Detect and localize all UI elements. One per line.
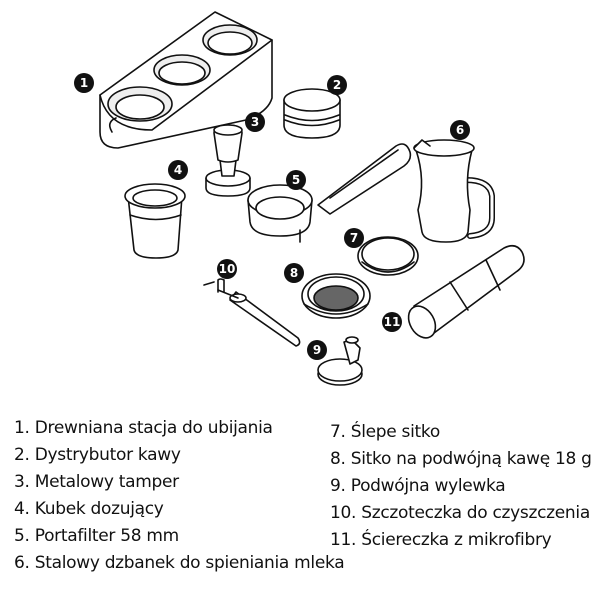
callout-badge-5: 5 xyxy=(286,170,306,190)
callout-badge-10: 10 xyxy=(217,259,237,279)
coffee-distributor xyxy=(283,88,341,139)
legend-item-5: 5. Portafilter 58 mm xyxy=(14,526,179,546)
dosing-cup xyxy=(124,183,186,259)
milk-pitcher xyxy=(413,139,495,243)
callout-badge-7: 7 xyxy=(344,228,364,248)
blind-basket xyxy=(357,236,419,276)
svg-text:10: 10 xyxy=(219,262,236,276)
legend-item-10: 10. Szczoteczka do czyszczenia xyxy=(330,503,590,523)
svg-text:9: 9 xyxy=(313,343,321,357)
cleaning-brush xyxy=(203,278,301,347)
svg-text:11: 11 xyxy=(384,315,401,329)
callout-badge-2: 2 xyxy=(327,75,347,95)
callout-badge-8: 8 xyxy=(284,263,304,283)
svg-text:5: 5 xyxy=(292,173,300,187)
svg-text:3: 3 xyxy=(251,115,259,129)
svg-text:1: 1 xyxy=(80,76,88,90)
double-basket xyxy=(301,273,371,319)
svg-text:7: 7 xyxy=(350,231,358,245)
callout-badge-1: 1 xyxy=(74,73,94,93)
double-spout xyxy=(317,336,363,386)
metal-tamper xyxy=(205,124,251,197)
callout-badge-9: 9 xyxy=(307,340,327,360)
callout-badge-6: 6 xyxy=(450,120,470,140)
portafilter xyxy=(247,143,412,243)
legend-item-9: 9. Podwójna wylewka xyxy=(330,476,506,496)
svg-text:6: 6 xyxy=(456,123,464,137)
svg-text:4: 4 xyxy=(174,163,182,177)
legend-item-7: 7. Ślepe sitko xyxy=(330,422,440,442)
legend-item-8: 8. Sitko na podwójną kawę 18 g xyxy=(330,449,592,469)
callout-badge-11: 11 xyxy=(382,312,402,332)
callout-badge-4: 4 xyxy=(168,160,188,180)
legend-item-1: 1. Drewniana stacja do ubijania xyxy=(14,418,273,438)
svg-text:2: 2 xyxy=(333,78,341,92)
legend-item-3: 3. Metalowy tamper xyxy=(14,472,179,492)
legend-item-2: 2. Dystrybutor kawy xyxy=(14,445,181,465)
legend-left-column: 1. Drewniana stacja do ubijania 2. Dystr… xyxy=(14,415,345,577)
legend-right-column: 7. Ślepe sitko 8. Sitko na podwójną kawę… xyxy=(330,419,592,554)
microfiber-cloth xyxy=(407,244,525,339)
legend-item-11: 11. Ściereczka z mikrofibry xyxy=(330,530,552,550)
legend-item-4: 4. Kubek dozujący xyxy=(14,499,164,519)
legend-item-6: 6. Stalowy dzbanek do spieniania mleka xyxy=(14,553,345,573)
svg-text:8: 8 xyxy=(290,266,298,280)
accessories-illustration: 1 2 3 4 5 6 7 8 9 10 11 xyxy=(74,11,525,386)
callout-badge-3: 3 xyxy=(245,112,265,132)
tamping-station xyxy=(99,11,273,149)
